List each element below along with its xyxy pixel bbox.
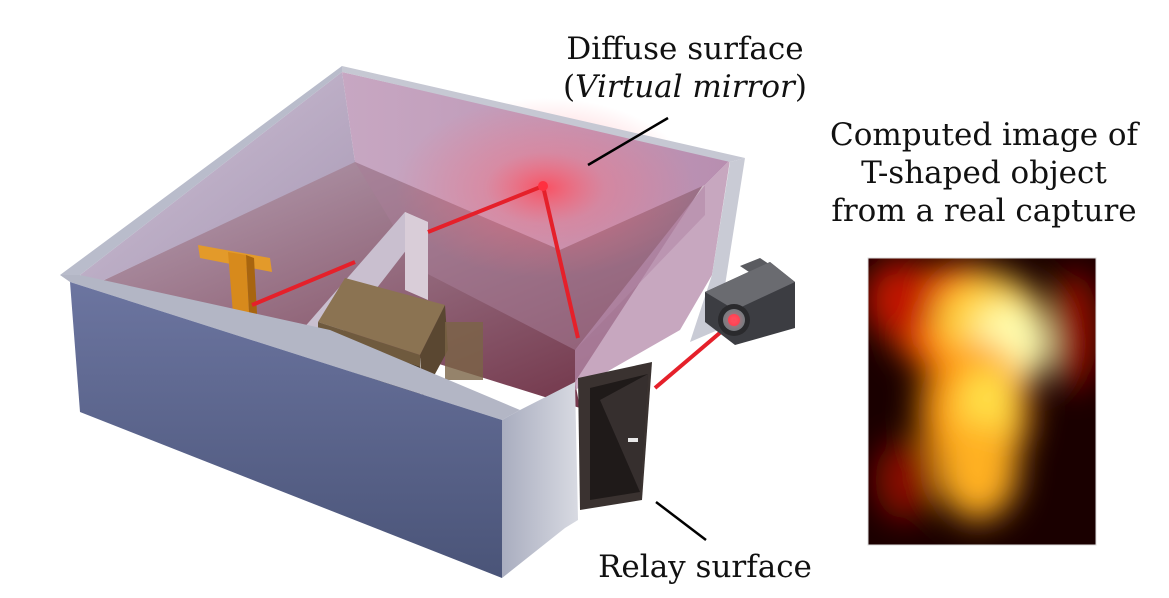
diffuse-surface-label: Diffuse surface (Virtual mirror) — [520, 30, 850, 106]
computed-line-1: Computed image of — [829, 117, 1139, 153]
outer-right-wall — [502, 382, 578, 578]
computed-heatmap-image — [868, 258, 1096, 545]
wall-top-left — [60, 66, 342, 275]
left-inner-wall — [80, 72, 355, 282]
right-inner-wall — [575, 160, 730, 390]
relay-surface — [578, 362, 652, 510]
heatmap-frame — [867, 257, 1097, 546]
right-wall-outer-face — [690, 158, 745, 342]
computed-line-3: from a real capture — [831, 193, 1137, 229]
camera-icon — [705, 258, 795, 345]
paren-open: ( — [563, 69, 576, 105]
paren-close: ) — [794, 69, 807, 105]
virtual-mirror-text: Virtual mirror — [575, 69, 795, 105]
diffuse-surface-title: Diffuse surface — [566, 31, 804, 67]
wall-top-back — [342, 66, 745, 162]
partition-wall-face — [405, 212, 428, 300]
virtual-mirror-subtitle: (Virtual mirror) — [520, 68, 850, 106]
outer-front-wall — [70, 282, 502, 578]
relay-leader-line — [655, 501, 707, 541]
computed-image-label: Computed image of T-shaped object from a… — [800, 116, 1168, 230]
wall-top-front — [60, 275, 520, 420]
laser-path-to-object — [251, 260, 356, 307]
relay-surface-label: Relay surface — [598, 549, 812, 585]
diffuse-leader-line — [587, 116, 669, 167]
computed-line-2: T-shaped object — [861, 155, 1107, 191]
laser-spot — [538, 181, 548, 191]
